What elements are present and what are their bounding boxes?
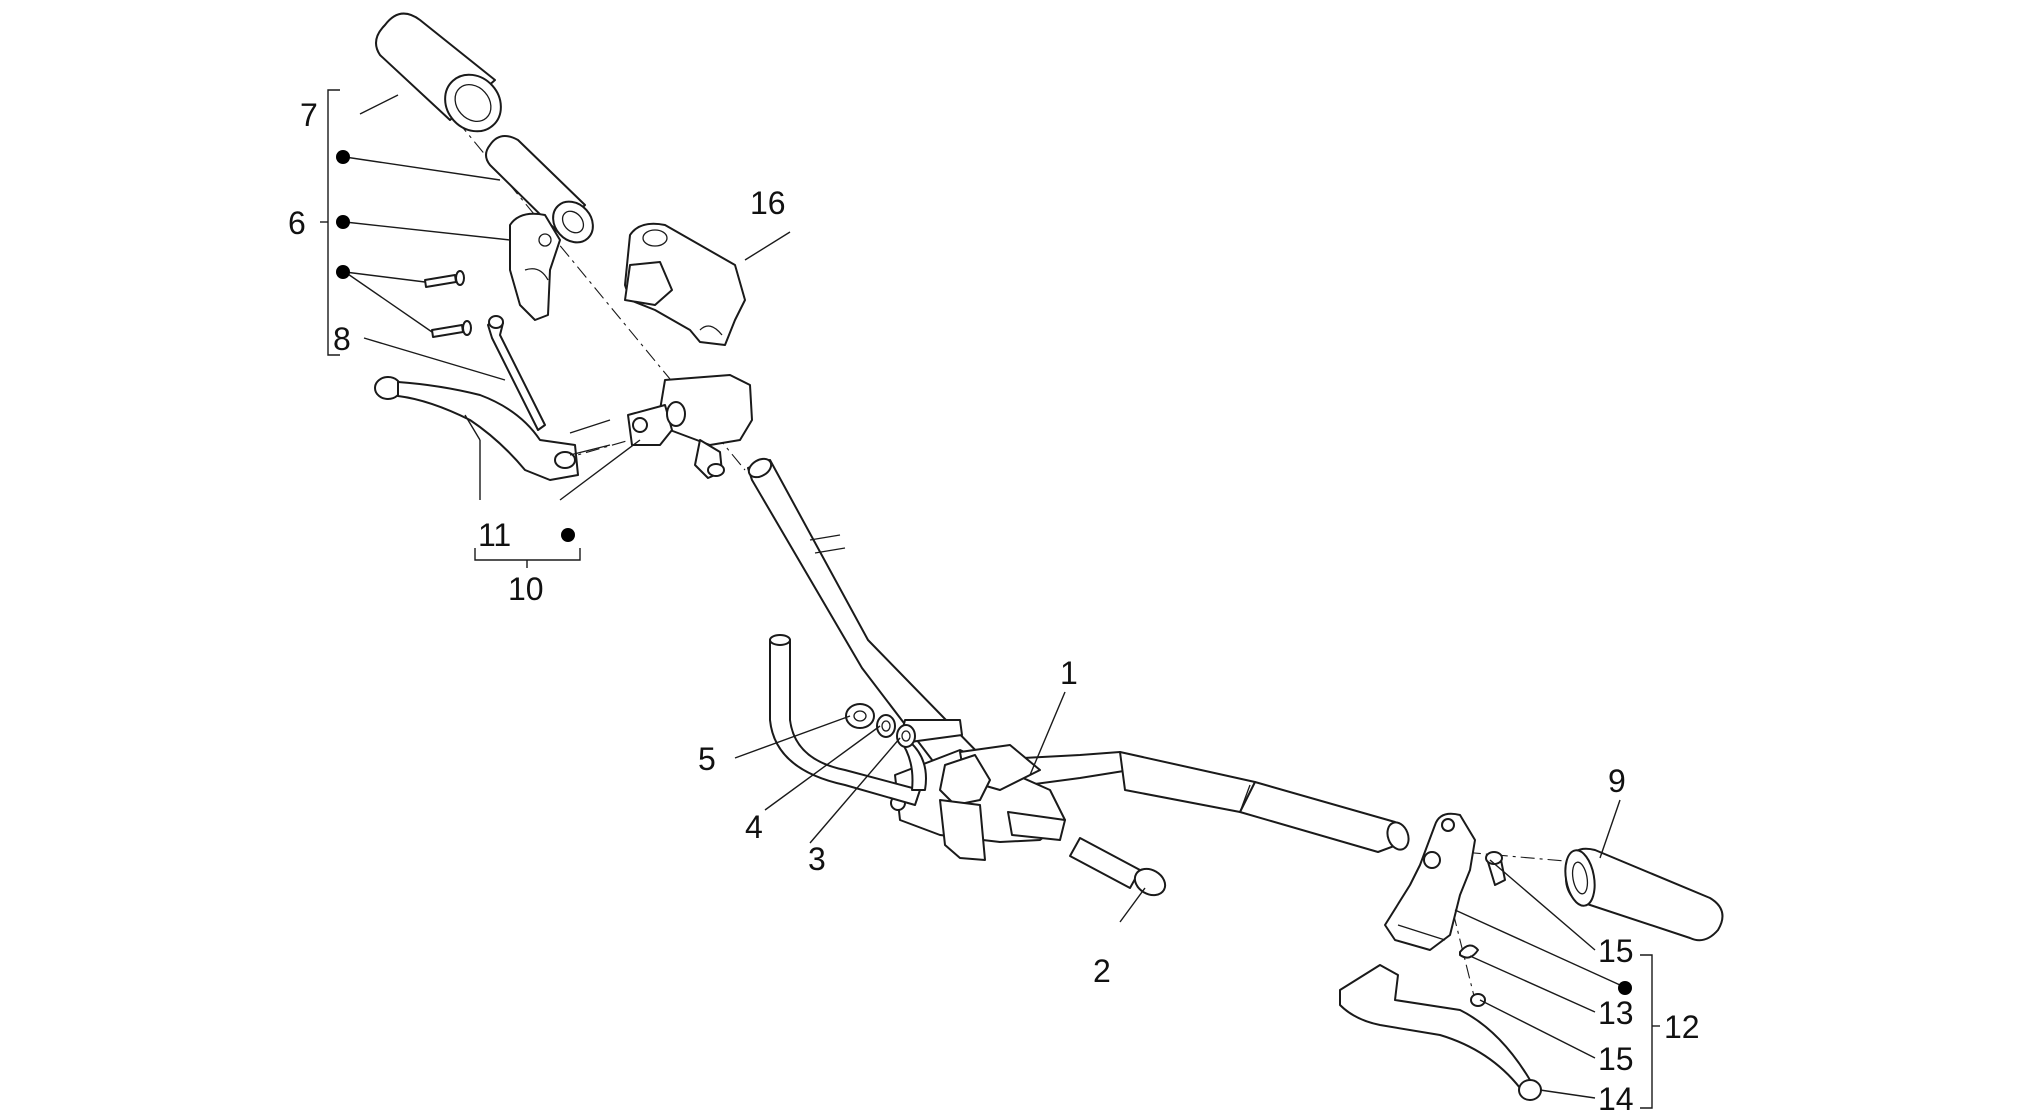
callout-9: 9 xyxy=(1608,763,1626,799)
group-brackets xyxy=(320,89,1660,1109)
housing-screws xyxy=(424,270,472,338)
callout-12: 12 xyxy=(1664,1009,1700,1045)
callout-15-lower: 15 xyxy=(1598,1041,1634,1077)
callout-15-upper: 15 xyxy=(1598,933,1634,969)
handlebar-tube xyxy=(747,457,1410,853)
callout-2: 2 xyxy=(1093,953,1111,989)
right-lever-bracket xyxy=(1384,812,1476,951)
callout-16: 16 xyxy=(750,185,786,221)
callout-6: 6 xyxy=(288,205,306,241)
master-cylinder xyxy=(569,374,753,479)
callout-10: 10 xyxy=(508,571,544,607)
right-brake-lever xyxy=(1339,964,1542,1101)
callout-1: 1 xyxy=(1060,655,1078,691)
throttle-cable xyxy=(487,315,546,431)
switch-cover xyxy=(624,222,746,346)
leader-lines xyxy=(344,94,1621,1099)
group-member-dots xyxy=(336,150,1632,995)
callout-3: 3 xyxy=(808,841,826,877)
left-grip xyxy=(375,12,502,133)
callout-4: 4 xyxy=(745,809,763,845)
nut-and-washers xyxy=(845,703,916,748)
left-brake-lever xyxy=(374,376,579,481)
bolt xyxy=(1069,837,1167,897)
callout-13: 13 xyxy=(1598,995,1634,1031)
callout-7: 7 xyxy=(300,97,318,133)
callout-5: 5 xyxy=(698,741,716,777)
callout-8: 8 xyxy=(333,321,351,357)
callout-numbers: 7 6 8 11 10 16 1 5 4 3 2 9 15 13 12 15 1… xyxy=(288,97,1700,1111)
throttle-housing xyxy=(509,212,561,321)
callout-14: 14 xyxy=(1598,1081,1634,1111)
throttle-tube xyxy=(485,135,594,244)
callout-11: 11 xyxy=(478,517,511,553)
right-grip xyxy=(1564,847,1724,942)
